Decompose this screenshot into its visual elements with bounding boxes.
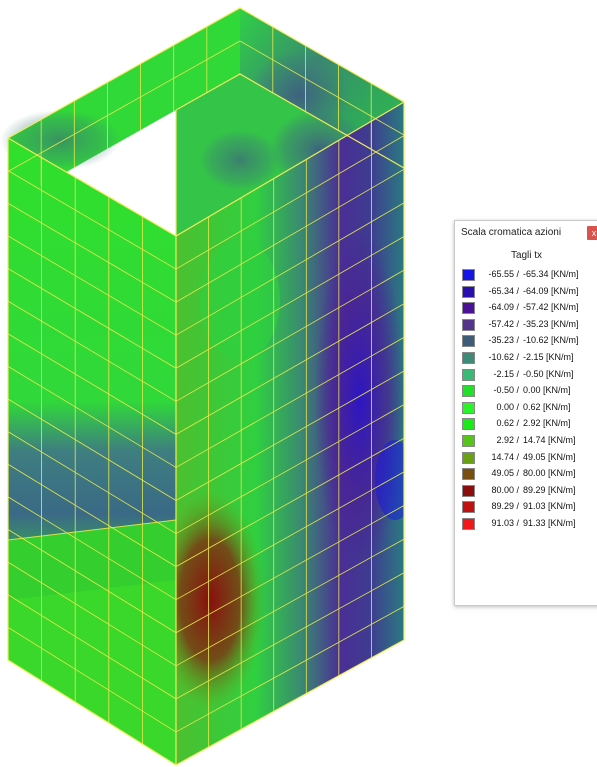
legend-range-from: -2.15 / <box>493 368 519 379</box>
legend-range-to: 49.05 [KN/m] <box>523 451 576 462</box>
legend-range-to: 2.92 [KN/m] <box>523 418 571 429</box>
legend-row: 80.00 / 89.29 [KN/m] <box>455 482 597 499</box>
legend-row: 89.29 / 91.03 [KN/m] <box>455 498 597 515</box>
legend-row: -57.42 / -35.23 [KN/m] <box>455 316 597 333</box>
legend-swatch <box>462 468 475 481</box>
legend-row: 2.92 / 14.74 [KN/m] <box>455 432 597 449</box>
legend-swatch <box>462 318 475 331</box>
legend-swatch <box>462 517 475 530</box>
legend-range-from: 0.00 / <box>496 401 519 412</box>
legend-range-to: 80.00 [KN/m] <box>523 468 576 479</box>
legend-row: -0.50 / 0.00 [KN/m] <box>455 382 597 399</box>
legend-range-from: 80.00 / <box>491 484 519 495</box>
legend-range-to: 89.29 [KN/m] <box>523 484 576 495</box>
legend-swatch <box>462 302 475 315</box>
legend-range-from: -65.55 / <box>488 269 519 279</box>
legend-row: -10.62 / -2.15 [KN/m] <box>455 349 597 366</box>
legend-row: -2.15 / -0.50 [KN/m] <box>455 366 597 383</box>
legend-range-from: 91.03 / <box>491 517 519 528</box>
legend-row: -35.23 / -10.62 [KN/m] <box>455 332 597 349</box>
legend-range-from: -57.42 / <box>488 318 519 329</box>
legend-row: 0.00 / 0.62 [KN/m] <box>455 399 597 416</box>
legend-swatch <box>462 368 475 381</box>
structure-edges <box>7 7 405 766</box>
legend-swatch <box>462 434 475 447</box>
legend-range-to: -64.09 [KN/m] <box>523 285 579 296</box>
legend-range-to: -10.62 [KN/m] <box>523 335 579 346</box>
legend-row: -65.34 / -64.09 [KN/m] <box>455 283 597 300</box>
legend-range-from: -64.09 / <box>488 302 519 313</box>
legend-range-from: 14.74 / <box>491 451 519 462</box>
color-scale-window[interactable]: Scala cromatica azioni x Tagli tx -65.55… <box>454 220 597 606</box>
close-icon[interactable]: x <box>587 226 597 240</box>
wall-opening <box>7 519 177 765</box>
legend-range-from: 49.05 / <box>491 468 519 479</box>
legend-swatch <box>462 418 475 431</box>
legend-range-to: 91.03 [KN/m] <box>523 501 576 512</box>
legend-range-to: -35.23 [KN/m] <box>523 318 579 329</box>
legend-range-from: -0.50 / <box>493 385 519 396</box>
legend-swatch <box>462 401 475 414</box>
legend-titlebar[interactable]: Scala cromatica azioni x <box>455 221 597 245</box>
legend-rows: -65.55 / -65.34 [KN/m] -65.34 / -64.09 [KN/… <box>455 266 597 532</box>
legend-row: 14.74 / 49.05 [KN/m] <box>455 449 597 466</box>
mesh-grid <box>7 26 405 748</box>
legend-row: 0.62 / 2.92 [KN/m] <box>455 415 597 432</box>
legend-swatch <box>462 385 475 398</box>
legend-range-to: 14.74 [KN/m] <box>523 434 576 445</box>
legend-title: Scala cromatica azioni <box>461 227 562 238</box>
legend-row: -64.09 / -57.42 [KN/m] <box>455 299 597 316</box>
legend-row: 49.05 / 80.00 [KN/m] <box>455 465 597 482</box>
front-right-face <box>176 102 404 765</box>
legend-range-to: -2.15 [KN/m] <box>523 351 574 362</box>
legend-range-to: -65.34 [KN/m] <box>523 269 579 279</box>
legend-range-from: 89.29 / <box>491 501 519 512</box>
legend-range-to: -57.42 [KN/m] <box>523 302 579 313</box>
legend-swatch <box>462 501 475 514</box>
legend-range-from: 0.62 / <box>496 418 519 429</box>
legend-row: 91.03 / 91.33 [KN/m] <box>455 515 597 532</box>
legend-swatch <box>462 484 475 497</box>
legend-swatch <box>462 335 475 348</box>
legend-range-to: 91.33 [KN/m] <box>523 517 576 528</box>
legend-swatch <box>462 351 475 364</box>
legend-range-from: 2.92 / <box>496 434 519 445</box>
legend-header: Tagli tx <box>510 250 543 261</box>
legend-swatch <box>462 451 475 464</box>
legend-range-from: -35.23 / <box>488 335 519 346</box>
legend-range-from: -10.62 / <box>488 351 519 362</box>
legend-row: -65.55 / -65.34 [KN/m] <box>455 266 597 283</box>
legend-range-to: 0.62 [KN/m] <box>523 401 571 412</box>
legend-range-to: 0.00 [KN/m] <box>523 385 571 396</box>
legend-range-to: -0.50 [KN/m] <box>523 368 574 379</box>
legend-swatch <box>462 269 475 281</box>
legend-range-from: -65.34 / <box>488 285 519 296</box>
legend-swatch <box>462 285 475 298</box>
